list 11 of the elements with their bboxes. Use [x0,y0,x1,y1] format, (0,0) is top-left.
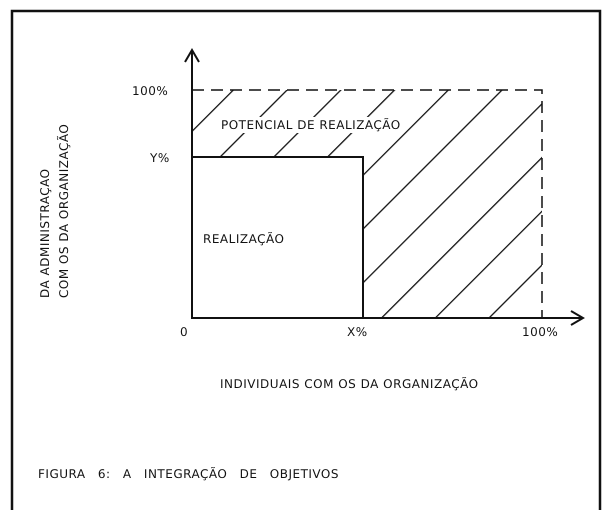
axis-title: DA ADMINISTRAÇAO [38,168,52,298]
figure-caption: FIGURA 6: A INTEGRAÇÃO DE OBJETIVOS [38,467,339,481]
tick-label: 100% [522,325,558,339]
tick-label: X% [347,325,368,339]
tick-label: 0 [180,325,188,339]
axis-title: COM OS DA ORGANIZAÇÃO [57,124,71,298]
tick-label: 100% [132,84,168,98]
realization-rectangle [191,156,364,319]
tick-label: Y% [150,151,170,165]
hatched-potential-region [192,89,543,318]
axis-title: INDIVIDUAIS COM OS DA ORGANIZAÇÃO [220,377,479,391]
